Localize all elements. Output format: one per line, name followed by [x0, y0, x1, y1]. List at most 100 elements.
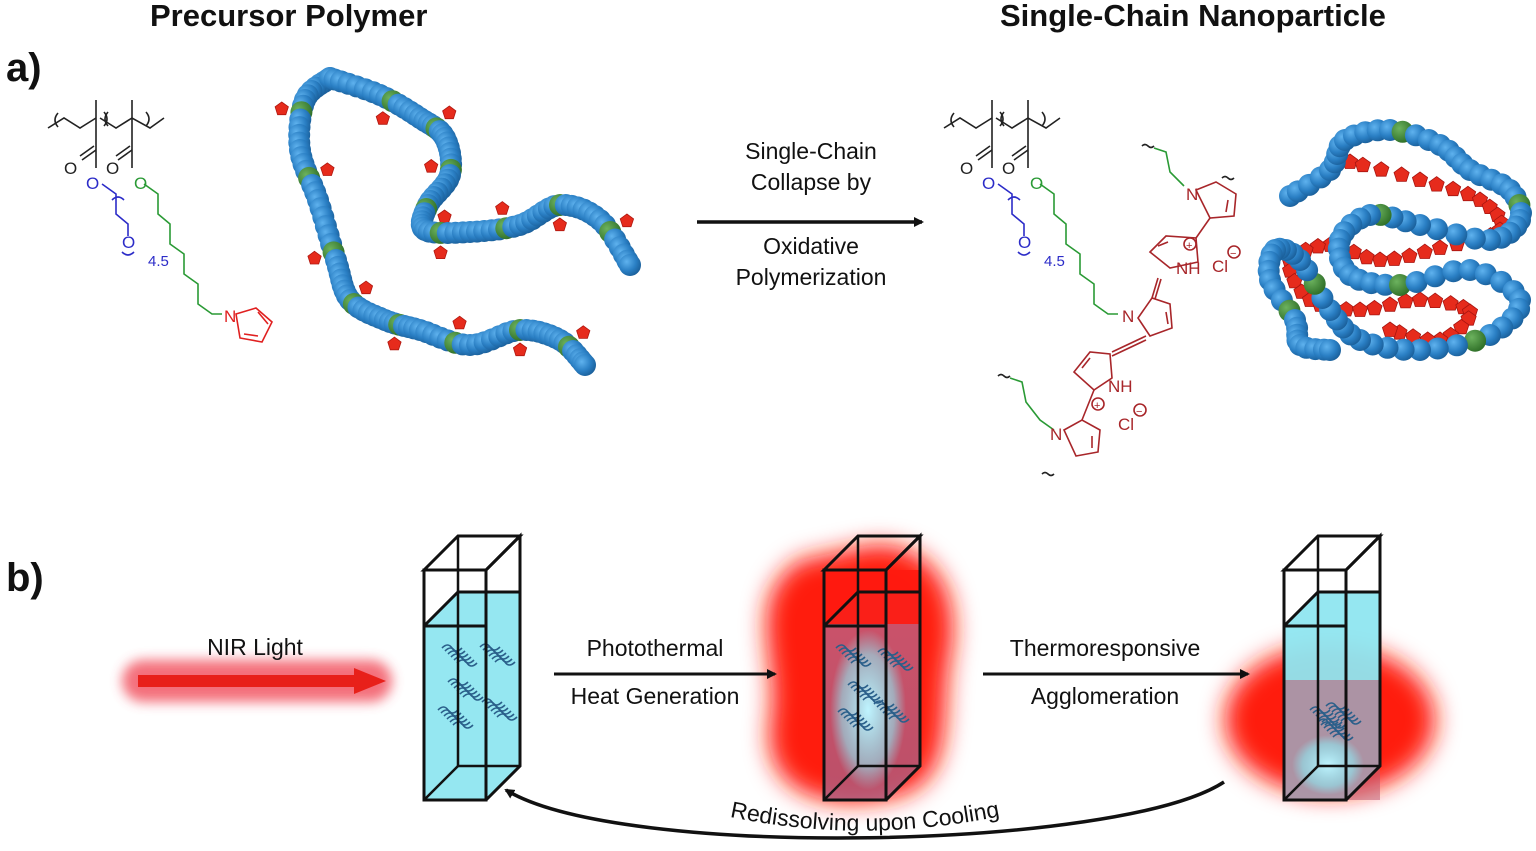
- cuvette: [1280, 532, 1384, 802]
- chain-bead: [1319, 339, 1341, 361]
- ether-o-1: O: [86, 174, 99, 193]
- chain-bead: [1392, 338, 1415, 361]
- scnp-carbonyl-o-2: O: [1002, 159, 1015, 178]
- precursor-chain-model: [274, 67, 641, 376]
- cuvette-bottom-diag: [1283, 765, 1319, 801]
- liquid-surface-back: [422, 590, 520, 628]
- polypyrrole-pentagon: [1431, 239, 1449, 255]
- scnp-blob: [494, 658, 516, 666]
- scnp-blob: [496, 713, 518, 721]
- scnp-title: Single-Chain Nanoparticle: [1000, 0, 1386, 33]
- scnp-nh-upper: NH: [1176, 259, 1201, 278]
- polypyrrole-pentagon: [1453, 318, 1470, 335]
- scnp-ether-o-1: O: [982, 174, 995, 193]
- polypyrrole-pentagon: [1371, 251, 1389, 267]
- chain-bead: [1445, 223, 1468, 246]
- minus-charge-lower: −: [1136, 406, 1142, 418]
- polypyrrole-pentagon: [1381, 321, 1399, 337]
- pyrrole-pentagon: [307, 250, 322, 265]
- pyrrole-pentagon: [424, 159, 439, 173]
- scnp-structure: [943, 100, 1241, 477]
- panel-a-label: a): [6, 46, 42, 90]
- scnp-n-top: N: [1186, 185, 1198, 204]
- chain-bead: [1424, 265, 1446, 288]
- cuvette-side-edge: [884, 532, 922, 802]
- monomer-bead-green: [1464, 329, 1487, 352]
- scnp-chain-model: [1257, 119, 1532, 361]
- scnp-blob: [852, 723, 874, 731]
- reaction-label-bottom: Oxidative Polymerization: [700, 233, 922, 291]
- scnp-blob: [862, 696, 884, 704]
- scnp-ether-o-2: O: [1018, 233, 1031, 252]
- pyrrole-pentagon: [452, 315, 467, 330]
- reaction-label-line1: Single-Chain: [745, 138, 877, 164]
- polypyrrole-pentagon: [1354, 156, 1371, 173]
- polypyrrole-pentagon: [1459, 185, 1477, 202]
- reaction-label-top: Single-Chain Collapse by: [700, 138, 922, 196]
- pyrrole-pentagon: [442, 105, 457, 120]
- reaction-label-line3: Oxidative: [763, 233, 859, 259]
- cuvette-top-edge: [1280, 534, 1384, 572]
- ester-o: O: [134, 174, 147, 193]
- panel-b-label: b): [6, 556, 44, 600]
- polypyrrole-pentagon: [1358, 248, 1375, 265]
- polypyrrole-pentagon: [1366, 299, 1383, 316]
- polypyrrole-pentagon: [1397, 292, 1414, 309]
- polypyrrole-pentagon: [1471, 191, 1489, 207]
- monomer-bead-green: [1389, 274, 1411, 296]
- cuvette-bottom-diag: [823, 765, 859, 801]
- nir-light-label: NIR Light: [207, 634, 303, 660]
- scnp-blob: [1340, 717, 1362, 725]
- nir-light-arrow: [122, 660, 392, 702]
- reaction-label-line2: Collapse by: [750, 169, 872, 195]
- minus-charge-upper: −: [1230, 248, 1236, 260]
- pyrrole-pentagon: [552, 217, 567, 232]
- pyrrole-pentagon: [619, 213, 635, 228]
- chain-bead: [1426, 337, 1449, 360]
- heat-generation-label: Heat Generation: [570, 683, 740, 709]
- scnp-blob: [452, 721, 474, 729]
- pyrrole-pentagon: [512, 342, 528, 357]
- plus-charge-lower: +: [1094, 400, 1100, 412]
- scnp-cl-upper: Cl: [1212, 257, 1228, 276]
- cuvette-bottom-diag: [423, 765, 459, 801]
- pyrrole-pentagon: [576, 325, 591, 339]
- scnp-blob: [850, 659, 872, 667]
- chain-bead: [1405, 271, 1428, 293]
- liquid-surface-back: [822, 590, 920, 628]
- polypyrrole-pentagon: [1411, 291, 1429, 307]
- scnp-blob: [456, 659, 478, 667]
- chain-bead: [619, 254, 641, 276]
- polypyrrole-pentagon: [1442, 295, 1459, 311]
- polypyrrole-pentagon: [1445, 180, 1462, 197]
- liquid-surface-back: [1282, 590, 1380, 628]
- photothermal-label: Photothermal: [586, 635, 724, 661]
- agglomeration-label: Agglomeration: [1030, 683, 1180, 709]
- plus-charge-upper: +: [1186, 240, 1192, 252]
- cuvette: [820, 532, 924, 802]
- chain-bead: [1442, 260, 1465, 283]
- scnp-cl-lower: Cl: [1118, 415, 1134, 434]
- pyrrole-pentagon: [387, 336, 402, 351]
- polypyrrole-pentagon: [1428, 176, 1445, 192]
- cuvette-top-edge: [420, 534, 524, 572]
- chain-bead: [1463, 227, 1486, 250]
- thermoresponsive-label: Thermoresponsive: [1009, 635, 1201, 661]
- scnp-repeat-subscript: 4.5: [1044, 253, 1065, 270]
- cuvette-side-edge: [484, 532, 522, 802]
- redissolving-return-arrow: [504, 780, 1225, 840]
- pyrrole-pentagon: [375, 111, 390, 125]
- chain-bead: [574, 354, 596, 376]
- polypyrrole-pentagon: [1393, 166, 1410, 182]
- polypyrrole-pentagon: [1401, 247, 1418, 263]
- polypyrrole-pentagon: [1386, 250, 1403, 266]
- scnp-blob: [892, 663, 914, 671]
- pyrrole-pentagon: [437, 209, 452, 224]
- polypyrrole-pentagon: [1309, 238, 1326, 254]
- scnp-ester-o: O: [1030, 174, 1043, 193]
- cuvette: [420, 532, 524, 802]
- repeat-subscript: 4.5: [148, 253, 169, 270]
- precursor-structure: [47, 100, 273, 343]
- scnp-nh-lower: NH: [1108, 377, 1133, 396]
- reaction-label-line4: Polymerization: [735, 264, 887, 290]
